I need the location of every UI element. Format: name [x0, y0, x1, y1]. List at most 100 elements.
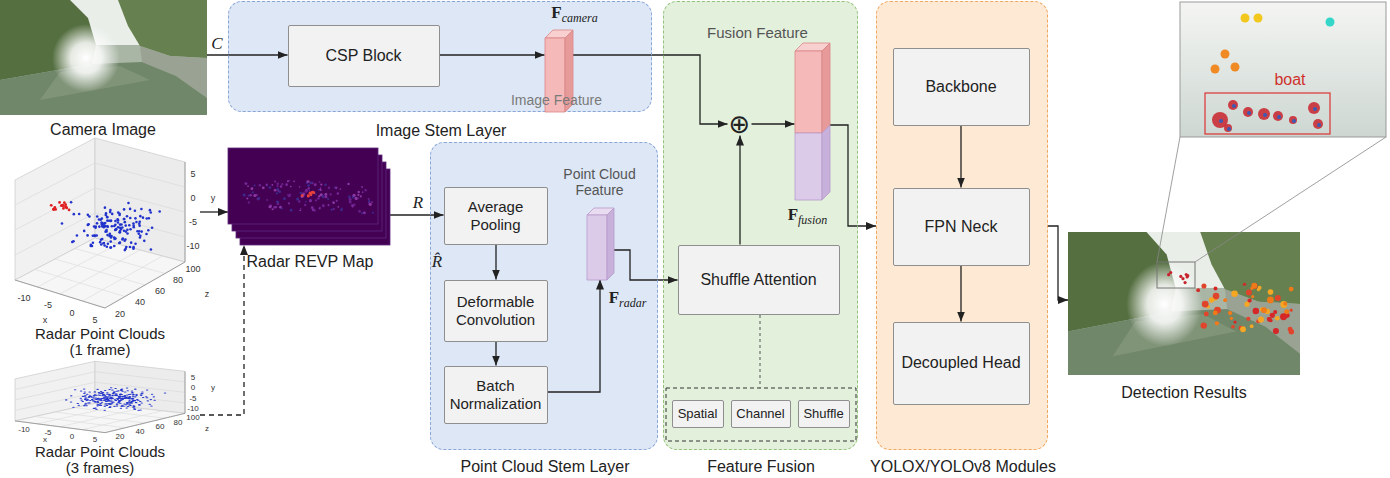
feature-tensor: Point Cloud FeatureFradar — [587, 208, 614, 280]
text-holder: 40 — [135, 291, 145, 309]
text-holder: 80 — [174, 411, 183, 429]
text-holder: -10 — [186, 235, 199, 253]
text-holder: 5 — [93, 428, 97, 446]
text-holder: 0 — [70, 425, 74, 443]
stem-region: CSP BlockFcameraImage FeatureImage Stem … — [228, 1, 652, 112]
box-label: Decoupled Head — [901, 353, 1020, 372]
text-holder: Fusion Feature — [707, 24, 808, 42]
text-holder: 20 — [116, 425, 125, 443]
text-holder: R̂ — [432, 252, 442, 272]
text-holder: -10 — [17, 287, 30, 305]
axis-tick: 5 — [93, 435, 97, 444]
edge-label: R — [413, 193, 423, 212]
axis-tick: -10 — [17, 293, 30, 303]
connector-arrow — [614, 250, 678, 280]
connector-arrow — [440, 54, 545, 55]
text-holder: -5 — [44, 294, 52, 312]
region-fill — [228, 1, 652, 112]
box-label: Backbone — [925, 77, 996, 96]
axis-tick: 0 — [69, 308, 74, 318]
fusion-region: ⊕Fusion FeatureFfusionShuffle AttentionS… — [663, 1, 858, 450]
box-label: Average Pooling — [448, 198, 544, 234]
connector-arrow — [739, 136, 740, 245]
feature-tensor: Fusion FeatureFfusion — [795, 43, 830, 200]
text-holder: Camera Image — [50, 121, 156, 139]
text-holder: 5 — [92, 309, 97, 327]
module-region: BackboneFPN NeckDecoupled HeadYOLOX/YOLO… — [876, 1, 1048, 450]
region-title: Point Cloud Stem Layer — [461, 458, 630, 475]
process-box: Spatial — [672, 400, 724, 428]
node-label: Radar REVP Map — [247, 253, 374, 270]
region-fill — [430, 142, 658, 450]
node-label: ⊕ — [729, 111, 751, 137]
process-box: Channel — [731, 400, 791, 428]
axis-tick: 5 — [190, 169, 195, 179]
text-holder: Detection Results — [1121, 384, 1246, 402]
text-holder: z — [205, 417, 209, 435]
axis-tick: -10 — [186, 241, 199, 251]
axis-tick: -10 — [187, 404, 199, 413]
axis-tick: 40 — [135, 297, 145, 307]
axis-tick: 0 — [70, 432, 74, 441]
node-label: Fusion Feature — [707, 24, 808, 41]
text-holder: Image Feature — [511, 91, 602, 109]
illustration — [5, 360, 200, 438]
node-label: Camera Image — [50, 121, 156, 138]
axis-tick: 100 — [186, 413, 199, 422]
node-label: Detection Results — [1121, 384, 1246, 401]
axis-tick: x — [43, 435, 47, 444]
connector-arrow — [960, 126, 961, 188]
connector-arrow — [390, 214, 444, 215]
text-holder: YOLOX/YOLOv8 Modules — [870, 458, 1056, 476]
axis-tick: 60 — [155, 286, 165, 296]
text-holder: -10 — [18, 418, 30, 436]
axis-tick: 80 — [173, 275, 183, 285]
text-holder: 100 — [185, 258, 200, 276]
process-box: Backbone — [893, 48, 1030, 126]
node-label: Point Cloud Feature — [563, 166, 635, 198]
text-holder: y — [211, 376, 215, 394]
text-holder: 0 — [190, 187, 195, 205]
text-holder: 0 — [69, 302, 74, 320]
region-title: Image Stem Layer — [376, 122, 507, 139]
region-fill — [663, 1, 858, 450]
tensor-shape — [795, 43, 830, 200]
node-label: Radar Point Clouds (1 frame) — [35, 325, 165, 358]
connector-arrow — [752, 123, 795, 124]
text-holder: Radar Point Clouds (3 frames) — [28, 444, 173, 476]
node-label: Radar Point Clouds (3 frames) — [35, 443, 165, 476]
text-holder: boat — [1274, 71, 1305, 89]
detection-image: Detection Results — [1068, 232, 1300, 375]
process-box: CSP Block — [288, 25, 440, 87]
axis-tick: -5 — [189, 217, 197, 227]
box-label: Batch Normalization — [448, 377, 544, 413]
process-box: Deformable Convolution — [444, 280, 548, 342]
node-label: radar — [619, 296, 646, 310]
text-holder: -5 — [189, 211, 197, 229]
axis-tick: x — [43, 315, 48, 325]
connector-arrow — [573, 55, 728, 124]
point-cloud-plot: Radar Point Clouds (3 frames) — [5, 360, 200, 438]
axis-tick: 60 — [156, 422, 165, 431]
process-box: FPN Neck — [893, 188, 1030, 266]
text-holder: Point Cloud Stem Layer — [461, 458, 630, 476]
axis-tick: 5 — [92, 315, 97, 325]
illustration — [5, 135, 200, 320]
box-label: Channel — [736, 406, 784, 422]
text-holder: Image Stem Layer — [376, 122, 507, 140]
text-holder: Radar Point Clouds (1 frame) — [28, 326, 173, 358]
text-holder: Fcamera — [551, 3, 597, 26]
text-holder: C — [211, 34, 222, 54]
connector-arrow — [495, 245, 496, 280]
connector-arrow — [830, 125, 877, 226]
axis-tick: -5 — [44, 300, 52, 310]
feature-tensor: FcameraImage Feature — [545, 30, 573, 112]
text-holder: Ffusion — [788, 205, 828, 228]
text-holder: 5 — [191, 366, 195, 384]
text-holder: 20 — [115, 303, 125, 321]
process-box: Shuffle Attention — [678, 245, 840, 315]
connector-arrow — [200, 211, 228, 212]
process-box: Batch Normalization — [444, 366, 548, 424]
axis-tick: y — [211, 193, 216, 203]
process-box: Shuffle — [798, 400, 850, 428]
